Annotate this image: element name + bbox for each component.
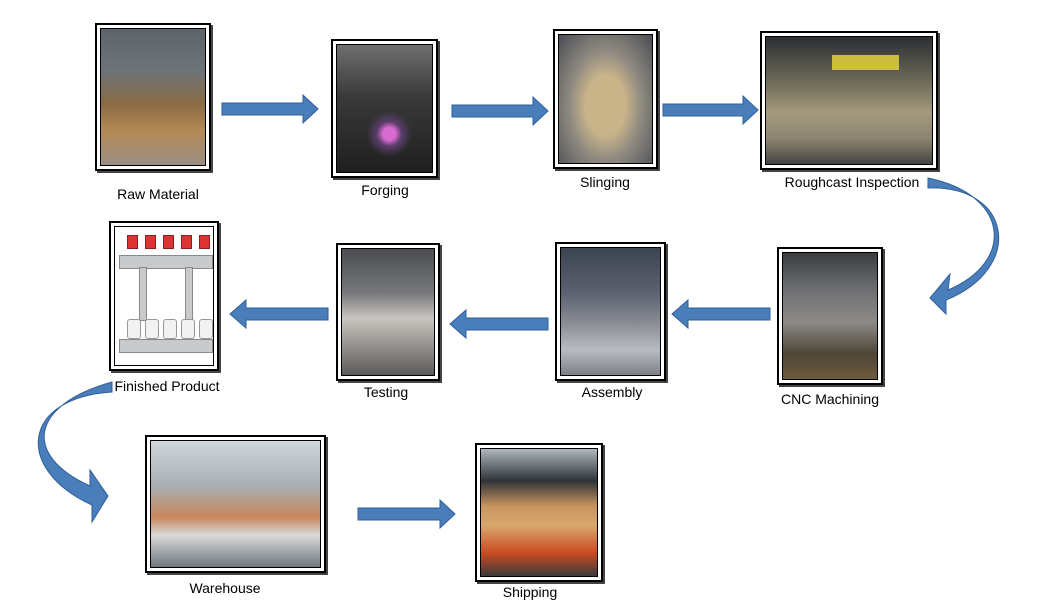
raw-material-label: Raw Material <box>117 186 199 202</box>
slinging-photo <box>553 29 658 169</box>
shipping-label: Shipping <box>502 584 558 600</box>
forging-label: Forging <box>361 182 409 198</box>
arrow-testing-to-finished <box>229 298 329 330</box>
arrow-assembly-to-testing <box>449 308 549 340</box>
warehouse-photo <box>145 435 326 573</box>
raw-material-photo <box>95 23 211 171</box>
finished-product-label: Finished Product <box>114 378 220 394</box>
testing-photo <box>336 243 440 381</box>
finished-product-photo <box>109 221 219 371</box>
arrow-raw-to-forging <box>221 93 319 125</box>
arrow-forging-to-slinging <box>451 95 549 127</box>
arrow-warehouse-to-shipping <box>357 498 456 530</box>
cnc-machining-photo <box>777 247 883 385</box>
testing-label: Testing <box>363 384 409 400</box>
arrow-cnc-to-assembly <box>671 298 771 330</box>
arrow-finished-to-warehouse <box>37 381 113 524</box>
shipping-photo <box>475 443 603 582</box>
arrow-slinging-to-roughcast <box>662 94 759 126</box>
roughcast-inspection-photo <box>760 31 938 170</box>
roughcast-inspection-label: Roughcast Inspection <box>784 174 920 190</box>
slinging-label: Slinging <box>580 174 630 190</box>
warehouse-label: Warehouse <box>189 580 261 596</box>
assembly-photo <box>555 242 666 381</box>
cnc-machining-label: CNC Machining <box>780 391 880 407</box>
arrow-roughcast-to-cnc <box>927 177 1000 316</box>
assembly-label: Assembly <box>581 384 643 400</box>
forging-photo <box>331 39 438 178</box>
